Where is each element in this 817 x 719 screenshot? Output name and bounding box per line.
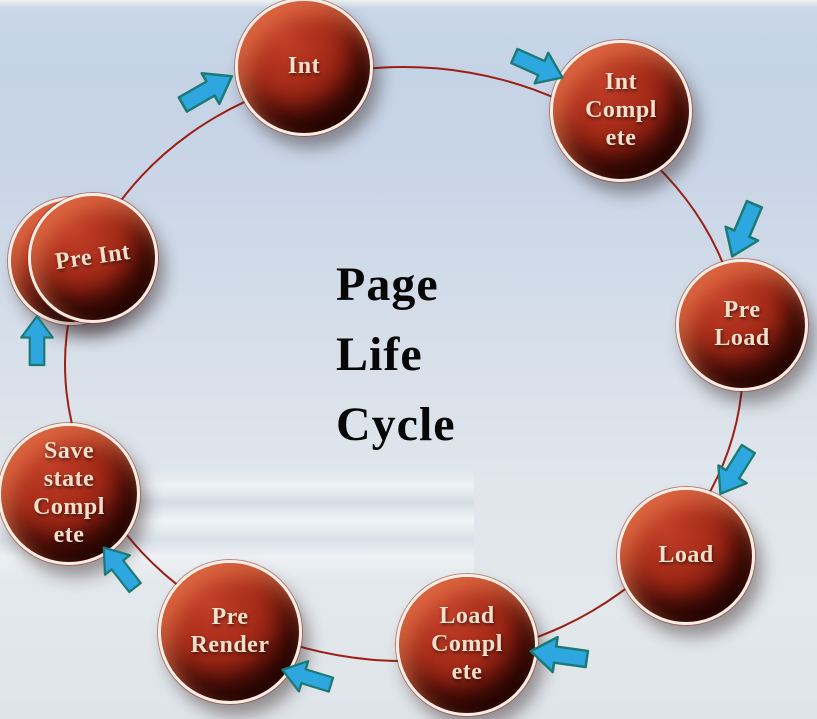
- node-load-label: Load: [658, 542, 714, 569]
- page-title: Page Life Cycle: [336, 258, 456, 451]
- node-load-complete-label: Load Compl ete: [431, 603, 503, 685]
- node-pre-int: Pre Int: [28, 193, 158, 323]
- node-save-state-complete-label: Save state Compl ete: [33, 438, 105, 548]
- node-int-complete: Int Compl ete: [550, 40, 692, 182]
- arrow-load-to-load-complete-icon: [529, 635, 590, 674]
- arrow-pre-render-to-save-state-complete-icon: [102, 546, 142, 594]
- arrow-int-to-int-complete-icon: [509, 47, 564, 85]
- node-pre-load: Pre Load: [676, 259, 808, 391]
- arrow-save-state-complete-to-pre-int-icon: [20, 315, 54, 367]
- arrow-load-complete-to-pre-render-icon: [281, 660, 335, 693]
- node-pre-load-label: Pre Load: [714, 297, 770, 351]
- node-int-label: Int: [287, 53, 321, 80]
- node-pre-int-label: Pre Int: [53, 238, 133, 276]
- node-load: Load: [617, 487, 755, 625]
- node-int: Int: [235, 0, 373, 136]
- arrow-pre-load-to-load-icon: [717, 443, 757, 495]
- node-pre-render-label: Pre Render: [190, 604, 270, 658]
- node-pre-render: Pre Render: [158, 560, 302, 704]
- arrow-int-complete-to-pre-load-icon: [724, 199, 764, 258]
- node-save-state-complete: Save state Compl ete: [0, 423, 140, 565]
- node-load-complete: Load Compl ete: [396, 574, 538, 716]
- arrow-pre-int-to-int-icon: [177, 72, 234, 113]
- node-int-complete-label: Int Compl ete: [585, 69, 657, 151]
